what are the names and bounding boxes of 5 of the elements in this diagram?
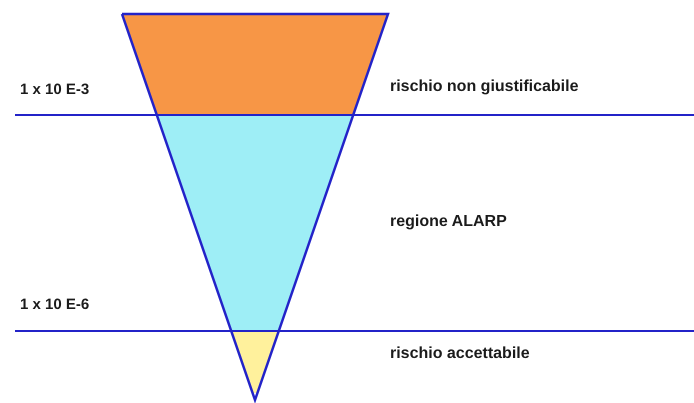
threshold-label: 1 x 10 E-3 (20, 81, 90, 99)
region-label: rischio non giustificabile (390, 77, 578, 96)
region-label: rischio accettabile (390, 344, 530, 364)
region-label: regione ALARP (390, 212, 507, 232)
threshold-label: 1 x 10 E-6 (20, 296, 90, 314)
